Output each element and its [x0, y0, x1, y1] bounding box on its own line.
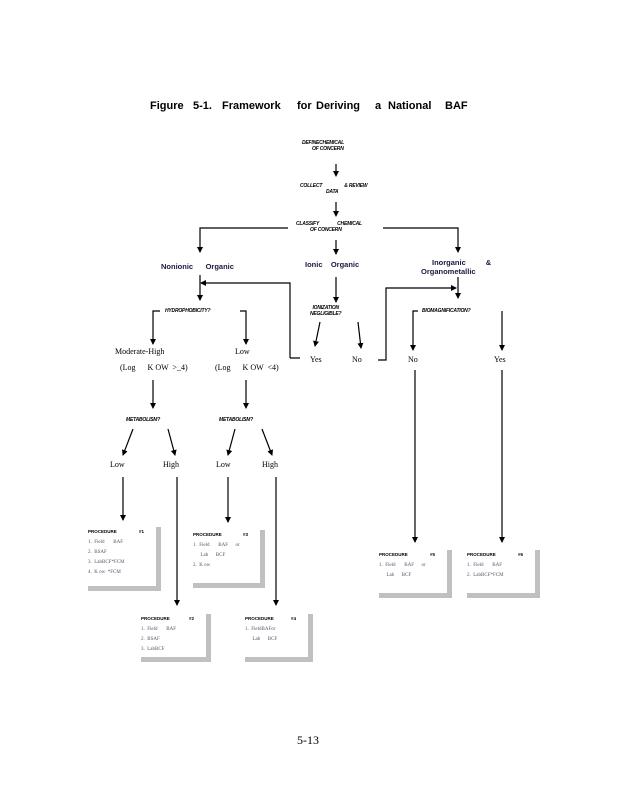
node-biomagnification: BIOMAGNIFICATION?	[422, 308, 471, 314]
node-text: DATA	[326, 189, 339, 195]
node-biomagnification-yes: Yes	[494, 355, 506, 364]
procedure-number: #6	[518, 552, 524, 557]
procedure-heading: PROCEDURE	[88, 529, 117, 534]
box-shadow	[245, 657, 313, 662]
procedure-box: PROCEDURE #4 1. FieldBAFor Lab BCF	[245, 614, 313, 662]
node-collect-data: COLLECT & REVIEW DATA	[300, 183, 368, 195]
procedure-box: PROCEDURE #6 1. Field BAF 2. LabBCF*FCM	[467, 550, 540, 598]
procedure-heading: PROCEDURE	[379, 552, 408, 557]
node-low-log-kow: (Log K OW <4)	[215, 363, 279, 372]
node-metabolism-left: METABOLISM?	[126, 417, 161, 423]
node-ionization-no: No	[352, 355, 362, 364]
procedure-heading: PROCEDURE	[193, 532, 222, 537]
procedure-item: Lab BCF	[193, 553, 226, 558]
node-text: &	[485, 258, 492, 267]
procedure-item: 1. FieldBAFor	[245, 627, 276, 632]
node-metabolism-low: Low	[110, 460, 125, 469]
node-biomagnification-no: No	[408, 355, 418, 364]
node-metabolism-right: METABOLISM?	[219, 417, 254, 423]
box-shadow	[308, 614, 313, 662]
box-shadow	[535, 550, 540, 598]
node-metabolism-low: Low	[216, 460, 231, 469]
procedure-number: #3	[243, 532, 249, 537]
procedure-box: PROCEDURE #2 1. Field BAF 2. BSAF 3. LabBCF	[141, 614, 211, 662]
node-moderate-high-log-kow: (Log K OW >_4)	[120, 363, 188, 372]
node-text: CHEMICAL	[337, 221, 362, 227]
node-text: Organometallic	[421, 267, 476, 276]
procedure-item: 4. K ow *FCM	[88, 570, 121, 575]
node-moderate-high: Moderate-High	[115, 347, 165, 356]
box-shadow	[379, 593, 452, 598]
title-word: National	[388, 100, 432, 112]
procedure-number: #5	[430, 552, 436, 557]
node-low-hydrophobicity: Low	[235, 347, 250, 356]
box-shadow	[447, 550, 452, 598]
node-nonionic-organic: Nonionic Organic	[161, 262, 234, 271]
node-hydrophobicity: HYDROPHOBICITY?	[165, 308, 211, 314]
node-ionic-organic: Ionic Organic	[305, 260, 360, 269]
node-text: DEFINECHEMICAL	[302, 140, 344, 146]
procedure-number: #2	[189, 616, 195, 621]
procedure-item: 1. Field BAF	[88, 540, 124, 545]
title-word: BAF	[445, 100, 468, 112]
procedure-item: 2. BSAF	[88, 550, 107, 555]
box-shadow	[206, 614, 211, 662]
procedure-item: 1. Field BAF or	[193, 543, 240, 548]
node-text: OF CONCERN	[310, 227, 342, 233]
procedure-item: 2. BSAF	[141, 637, 160, 642]
box-shadow	[467, 593, 540, 598]
node-ionization-yes: Yes	[310, 355, 322, 364]
procedure-number: #1	[139, 529, 145, 534]
box-shadow	[260, 530, 265, 588]
procedure-box: PROCEDURE #1 1. Field BAF 2. BSAF 3. LabBCF…	[88, 527, 161, 591]
node-text: CLASSIFY	[296, 221, 320, 227]
procedure-item: 2. K ow	[193, 563, 211, 568]
procedure-box: PROCEDURE #3 1. Field BAF or Lab BCF 2. K …	[193, 530, 265, 588]
box-shadow	[141, 657, 211, 662]
node-text: NEGLIGIBLE?	[310, 311, 342, 317]
box-shadow	[193, 583, 265, 588]
box-shadow	[88, 586, 161, 591]
procedure-item: 1. Field BAF	[467, 563, 503, 568]
title-word: a	[375, 100, 382, 112]
page-number: 5-13	[297, 733, 319, 747]
box-shadow	[156, 527, 161, 591]
node-text: COLLECT	[300, 183, 323, 189]
procedure-item: 1. Field BAF or	[379, 563, 426, 568]
node-metabolism-high: High	[163, 460, 179, 469]
node-inorganic-organometallic: Inorganic &Organometallic	[421, 258, 491, 276]
procedure-heading: PROCEDURE	[467, 552, 496, 557]
title-word: Framework	[222, 100, 281, 112]
title-word: Deriving	[316, 100, 361, 112]
procedure-heading: PROCEDURE	[245, 616, 274, 621]
procedure-item: 2. LabBCF*FCM	[467, 573, 504, 578]
title-word: Figure	[150, 100, 184, 112]
node-text: Inorganic	[432, 258, 466, 267]
node-text: & REVIEW	[344, 183, 368, 189]
node-metabolism-high: High	[262, 460, 278, 469]
procedure-item: Lab BCF	[379, 573, 412, 578]
procedure-item: 3. LabBCF*FCM	[88, 560, 125, 565]
procedure-number: #4	[291, 616, 297, 621]
title-word: 5-1.	[193, 100, 212, 112]
procedure-item: 1. Field BAF	[141, 627, 177, 632]
procedure-item: 3. LabBCF	[141, 647, 165, 652]
title-word: for	[297, 100, 312, 112]
procedure-item: Lab BCF	[245, 637, 278, 642]
procedure-box: PROCEDURE #5 1. Field BAF or Lab BCF	[379, 550, 452, 598]
procedure-heading: PROCEDURE	[141, 616, 170, 621]
node-text: IONIZATION	[312, 305, 339, 311]
node-text: OF CONCERN	[312, 146, 344, 152]
